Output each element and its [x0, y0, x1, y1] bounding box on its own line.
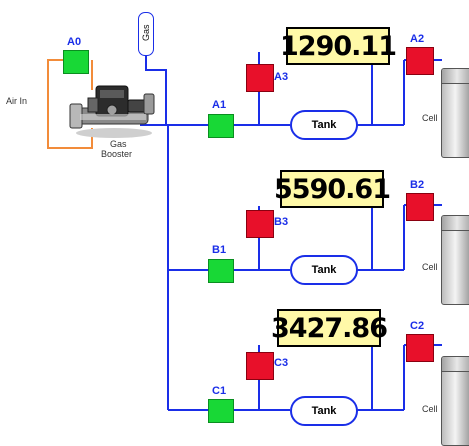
cell-c-label: Cell [422, 404, 438, 414]
gas-inlet-pipe [145, 56, 167, 125]
valve-b1-label: B1 [212, 244, 227, 256]
valve-c2[interactable] [406, 334, 434, 362]
valve-a0[interactable] [63, 50, 89, 74]
valve-a1-label: A1 [212, 99, 227, 111]
cell-b-label: Cell [422, 262, 438, 272]
tank-b: Tank [290, 255, 358, 285]
tank-c: Tank [290, 396, 358, 426]
valve-a1[interactable] [208, 114, 234, 138]
valve-c3-label: C3 [274, 357, 289, 369]
valve-c1-label: C1 [212, 385, 227, 397]
gas-booster-icon[interactable] [66, 80, 166, 140]
booster-label-line1: Gas [110, 139, 127, 149]
valve-c3[interactable] [246, 352, 274, 380]
pressure-display-c: 3427.86 [271, 309, 388, 347]
air-in-label: Air In [6, 96, 28, 106]
valve-b3[interactable] [246, 210, 274, 238]
cell-a[interactable] [441, 68, 469, 158]
valve-a0-label: A0 [67, 36, 82, 48]
pressure-display-a: 1290.11 [280, 27, 397, 65]
tank-a: Tank [290, 110, 358, 140]
valve-a3[interactable] [246, 64, 274, 92]
valve-c1[interactable] [208, 399, 234, 423]
valve-b1[interactable] [208, 259, 234, 283]
valve-a2-label: A2 [410, 33, 425, 45]
valve-b2-label: B2 [410, 179, 425, 191]
tank-a-label: Tank [311, 119, 337, 131]
valve-a3-label: A3 [274, 71, 289, 83]
tank-b-label: Tank [311, 264, 337, 276]
cell-b[interactable] [441, 215, 469, 305]
valve-b2[interactable] [406, 193, 434, 221]
pressure-display-b: 5590.61 [274, 170, 391, 208]
valve-a2[interactable] [406, 47, 434, 75]
gas-supply-text: Gas [141, 24, 151, 41]
cell-a-label: Cell [422, 113, 438, 123]
valve-b3-label: B3 [274, 216, 289, 228]
tank-c-label: Tank [311, 405, 337, 417]
valve-c2-label: C2 [410, 320, 425, 332]
cell-c[interactable] [441, 356, 469, 446]
booster-label-line2: Booster [101, 149, 133, 159]
air-line [47, 59, 93, 149]
gas-supply-label: Gas [138, 12, 154, 56]
